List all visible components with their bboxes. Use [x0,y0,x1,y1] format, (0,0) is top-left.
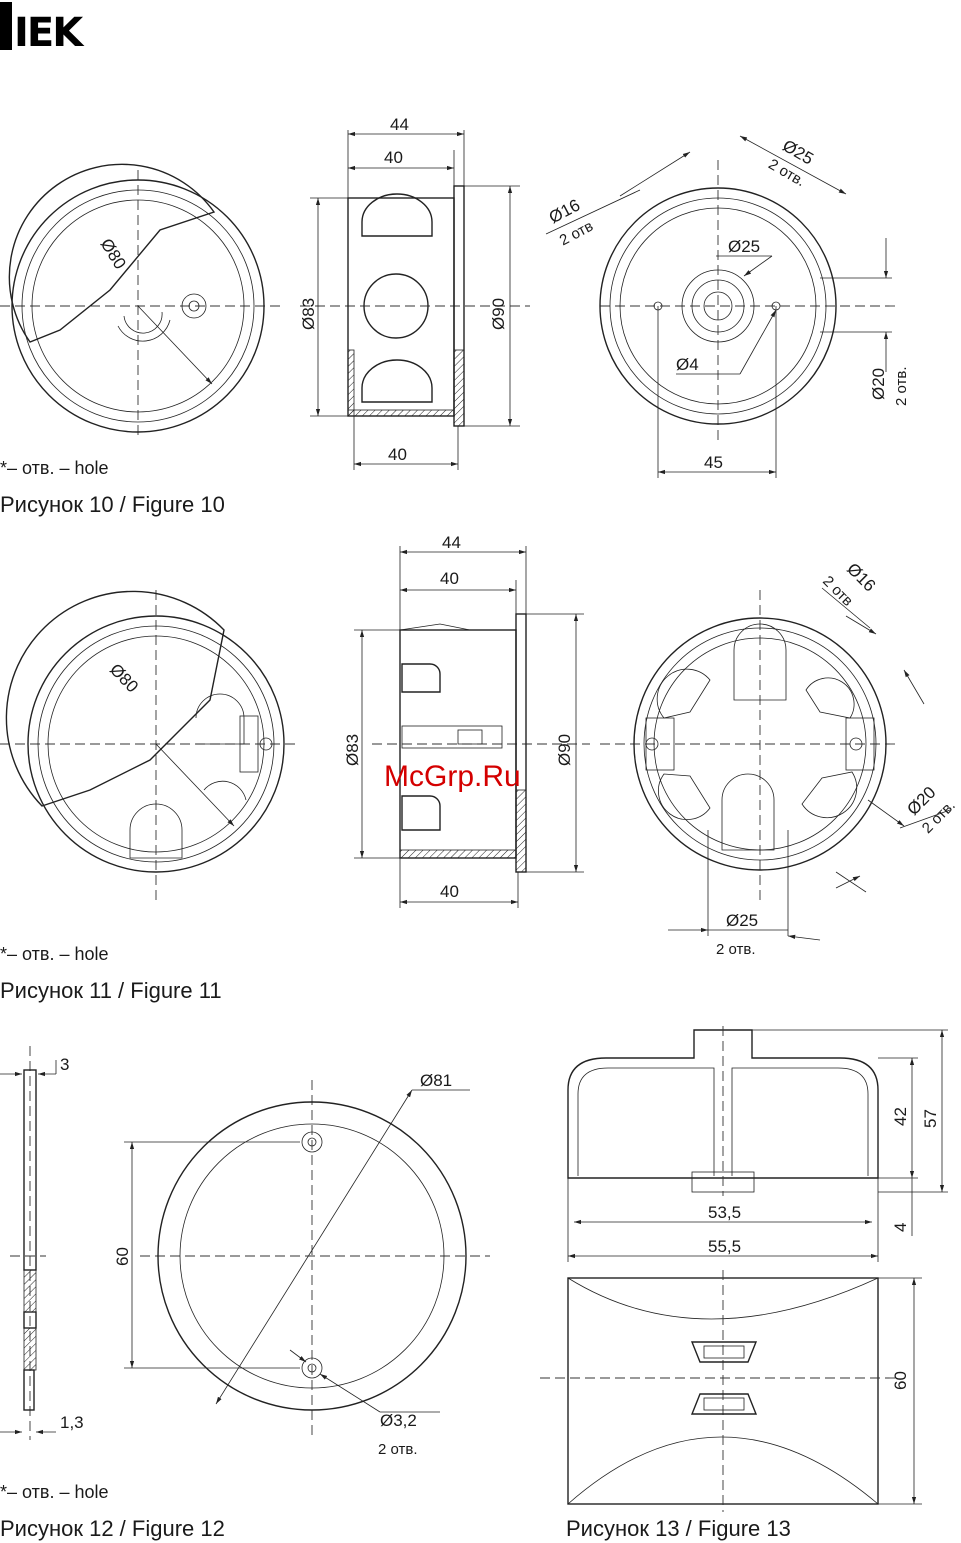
fig13-lip: 4 [891,1223,910,1232]
fig13-height-inner: 42 [891,1107,910,1126]
fig12-hole-count: 2 отв. [378,1441,418,1458]
fig10-front-dia-label: Ø80 [97,235,130,272]
fig13-width-inner: 53,5 [708,1203,741,1222]
fig11-front-dia: Ø80 [106,660,142,696]
fig11-side-top-inner: 40 [440,569,459,588]
fig10-front-view: Ø80 [0,163,280,440]
fig10-side-top-inner: 40 [384,148,403,167]
fig10-hole20: Ø20 [869,368,888,400]
fig10-side-top-outer: 44 [390,115,409,134]
fig10-note: *– отв. – hole [0,458,108,478]
fig13-top-view: 60 [540,1270,922,1512]
watermark: McGrp.Ru [384,760,521,793]
figure-11: Ø80 44 40 [0,533,959,1003]
fig10-side-view: 44 40 40 Ø83 Ø90 [299,115,530,470]
fig10-side-right-dia: Ø90 [489,298,508,330]
fig11-caption: Рисунок 11 / Figure 11 [0,978,222,1003]
fig13-width-outer: 55,5 [708,1237,741,1256]
fig11-side-left-dia: Ø83 [343,734,362,766]
fig10-caption: Рисунок 10 / Figure 10 [0,492,225,517]
fig11-hole25-count: 2 отв. [716,941,756,958]
fig10-spacing: 45 [704,453,723,472]
fig11-side-bottom: 40 [440,882,459,901]
fig10-hole25b: Ø25 [728,237,760,256]
fig11-side-right-dia: Ø90 [555,734,574,766]
fig12-hole-dia: Ø3,2 [380,1411,417,1430]
fig11-note: *– отв. – hole [0,944,108,964]
fig12-note: *– отв. – hole [0,1482,108,1502]
figure-12: 3 1,3 Ø81 60 Ø3,2 2 отв. *– отв. – ho [0,1046,490,1541]
fig12-thickness-top: 3 [60,1055,69,1074]
fig11-back-view: Ø16 2 отв Ø20 2 отв. Ø25 2 отв. [600,559,959,958]
fig10-back-view: Ø16 2 отв Ø25 2 отв. Ø25 Ø4 Ø20 2 отв. 4… [545,135,910,478]
fig11-hole25: Ø25 [726,911,758,930]
fig10-hole20-count: 2 отв. [893,366,910,406]
fig13-caption: Рисунок 13 / Figure 13 [566,1516,791,1541]
fig11-side-top-outer: 44 [442,533,461,552]
fig13-side-view: 53,5 55,5 42 57 4 [567,1026,948,1262]
fig12-section-view: 3 1,3 [0,1046,84,1440]
fig12-dia: Ø81 [420,1071,452,1090]
fig12-thickness-bottom: 1,3 [60,1413,84,1432]
fig13-depth: 60 [891,1371,910,1390]
figure-13: 53,5 55,5 42 57 4 60 Рисунок 13 / Figure… [540,1026,948,1541]
fig11-side-view: 44 40 40 Ø83 Ø90 [343,533,590,908]
fig10-hole4: Ø4 [676,355,699,374]
iek-logo: IEK [0,2,87,56]
fig12-caption: Рисунок 12 / Figure 12 [0,1516,225,1541]
fig11-front-view: Ø80 [0,590,296,900]
fig12-plan-view: Ø81 60 Ø3,2 2 отв. [113,1071,490,1458]
fig12-hole-spacing: 60 [113,1247,132,1266]
fig10-side-left-dia: Ø83 [299,298,318,330]
fig13-height-outer: 57 [921,1109,940,1128]
figure-10: Ø80 44 40 [0,115,910,517]
fig10-side-bottom: 40 [388,445,407,464]
logo-text: IEK [14,10,85,56]
